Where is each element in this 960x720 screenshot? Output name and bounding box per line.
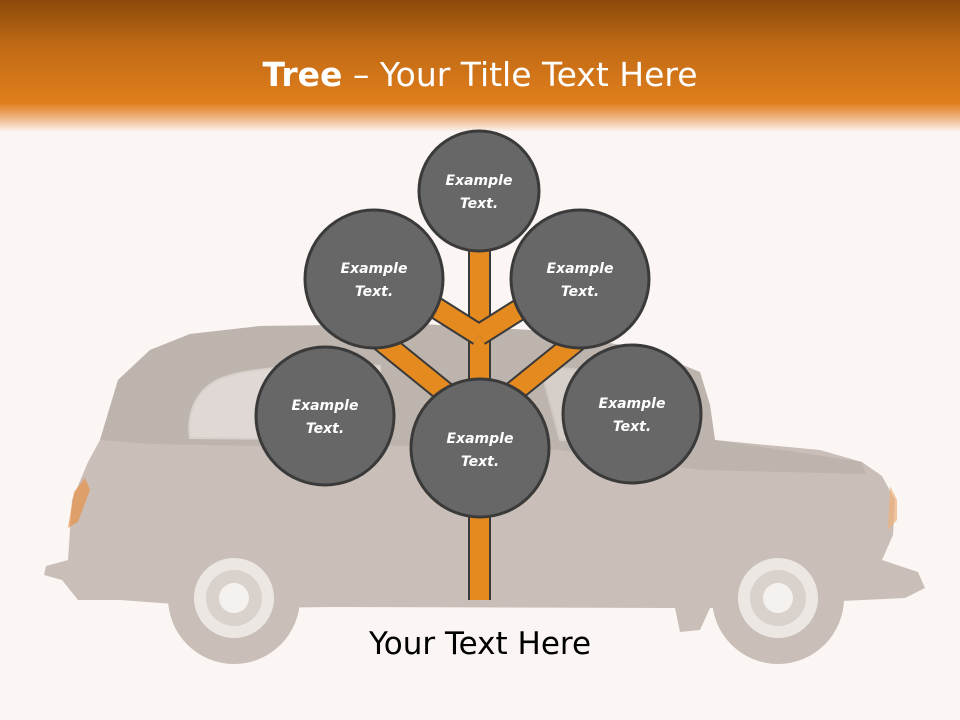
node-text-line1: Example	[292, 398, 359, 414]
tree-node-top: Example Text.	[417, 129, 541, 253]
node-text-line2: Text.	[561, 284, 599, 300]
node-text-line2: Text.	[355, 284, 393, 300]
tree-node-lower-left: Example Text.	[254, 345, 396, 487]
tree-node-upper-left: Example Text.	[303, 208, 445, 350]
tree-node-upper-right: Example Text.	[509, 208, 651, 350]
node-text-line1: Example	[447, 431, 514, 447]
header-band	[0, 0, 960, 132]
footer-text: Your Text Here	[368, 626, 592, 662]
node-text-line2: Text.	[460, 196, 498, 212]
node-text-line2: Text.	[461, 454, 499, 470]
tree-node-center: Example Text.	[409, 377, 551, 519]
node-text-line1: Example	[547, 261, 614, 277]
node-text-line2: Text.	[613, 419, 651, 435]
node-text-line1: Example	[599, 396, 666, 412]
title-bold: Tree	[262, 55, 343, 94]
tree-node-lower-right: Example Text.	[561, 343, 703, 485]
node-text-line1: Example	[446, 173, 513, 189]
slide-title: Tree – Your Title Text Here	[0, 52, 960, 98]
node-text-line2: Text.	[306, 421, 344, 437]
node-text-line1: Example	[341, 261, 408, 277]
title-rest: – Your Title Text Here	[342, 55, 698, 94]
